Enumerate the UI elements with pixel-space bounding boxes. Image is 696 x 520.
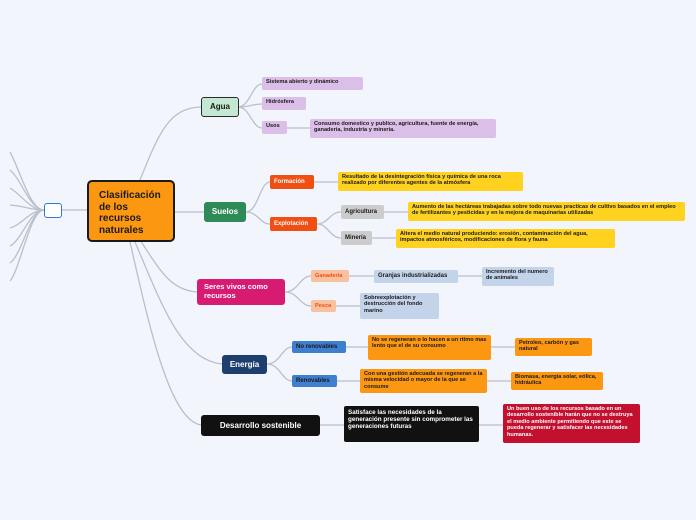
agua-usos-desc[interactable]: Consumo domestico y publico, agricultura… <box>310 119 496 138</box>
seres-ganaderia-node[interactable]: Ganaderia <box>311 270 349 282</box>
topic-agua[interactable]: Agua <box>201 97 239 117</box>
desarrollo-extra-node[interactable]: Un buen uso de los recursos basado en un… <box>503 404 640 443</box>
seres-incremento-node[interactable]: Incremento del numero de animales <box>482 267 554 286</box>
agua-hidrosfera-node[interactable]: Hidrósfera <box>262 97 306 110</box>
energia-renovables-desc[interactable]: Con una gestión adecuada se regeneran a … <box>360 369 487 393</box>
suelos-mineria-node[interactable]: Minería <box>341 231 372 245</box>
agua-usos-node[interactable]: Usos <box>262 121 287 134</box>
suelos-formacion-node[interactable]: Formación <box>270 175 314 189</box>
suelos-agricultura-desc[interactable]: Aumento de las hectáreas trabajadas sobr… <box>408 202 685 221</box>
energia-renovables-ejemplos[interactable]: Biomasa, energía solar, eólica, hidráuli… <box>511 372 603 390</box>
energia-no-renovables-desc[interactable]: No se regeneran o lo hacen a un ritmo ma… <box>368 335 491 360</box>
energia-no-renovables-node[interactable]: No renovables <box>292 341 346 353</box>
topic-suelos[interactable]: Suelos <box>204 202 246 222</box>
suelos-explotacion-node[interactable]: Explotación <box>270 217 317 231</box>
seres-pesca-node[interactable]: Pesca <box>311 300 336 312</box>
desarrollo-desc-node[interactable]: Satisface las necesidades de la generaci… <box>344 406 479 442</box>
topic-desarrollo-sostenible[interactable]: Desarrollo sostenible <box>201 415 320 436</box>
topic-energia[interactable]: Energía <box>222 355 267 374</box>
suelos-mineria-desc[interactable]: Altera el medio natural produciendo: ero… <box>396 229 615 248</box>
seres-sobreexplotacion-node[interactable]: Sobreexplotación y destrucción del fondo… <box>360 293 439 319</box>
collapsed-node[interactable] <box>44 203 62 218</box>
central-topic[interactable]: Clasificación de los recursos naturales <box>87 180 175 242</box>
energia-no-renovables-ejemplos[interactable]: Petroleo, carbón y gas natural <box>515 338 592 356</box>
energia-renovables-node[interactable]: Renovables <box>292 375 337 387</box>
seres-granjas-node[interactable]: Granjas industrializadas <box>374 270 458 283</box>
suelos-agricultura-node[interactable]: Agricultura <box>341 205 384 219</box>
topic-seres-vivos[interactable]: Seres vivos como recursos <box>197 279 285 305</box>
suelos-formacion-desc[interactable]: Resultado de la desintegración física y … <box>338 172 523 191</box>
agua-sistema-node[interactable]: Sistema abierto y dinámico <box>262 77 363 90</box>
